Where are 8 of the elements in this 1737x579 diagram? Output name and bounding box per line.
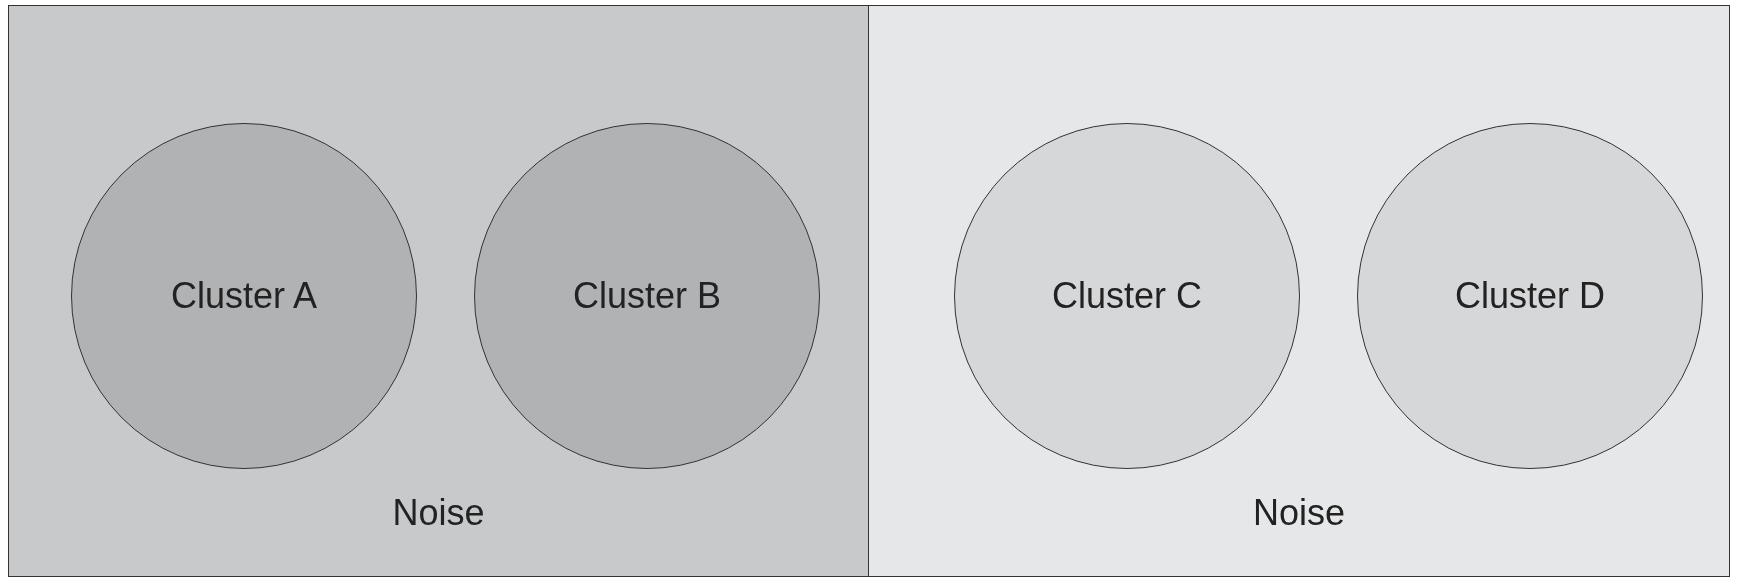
region-label: Noise	[391, 492, 486, 534]
region-panel	[868, 5, 1730, 577]
cluster-label: Cluster D	[1455, 275, 1605, 317]
region-panel	[8, 5, 869, 577]
cluster-label: Cluster C	[1052, 275, 1202, 317]
region-label: Noise	[1251, 492, 1346, 534]
cluster-label: Cluster B	[572, 275, 721, 317]
cluster-label: Cluster A	[170, 275, 318, 317]
